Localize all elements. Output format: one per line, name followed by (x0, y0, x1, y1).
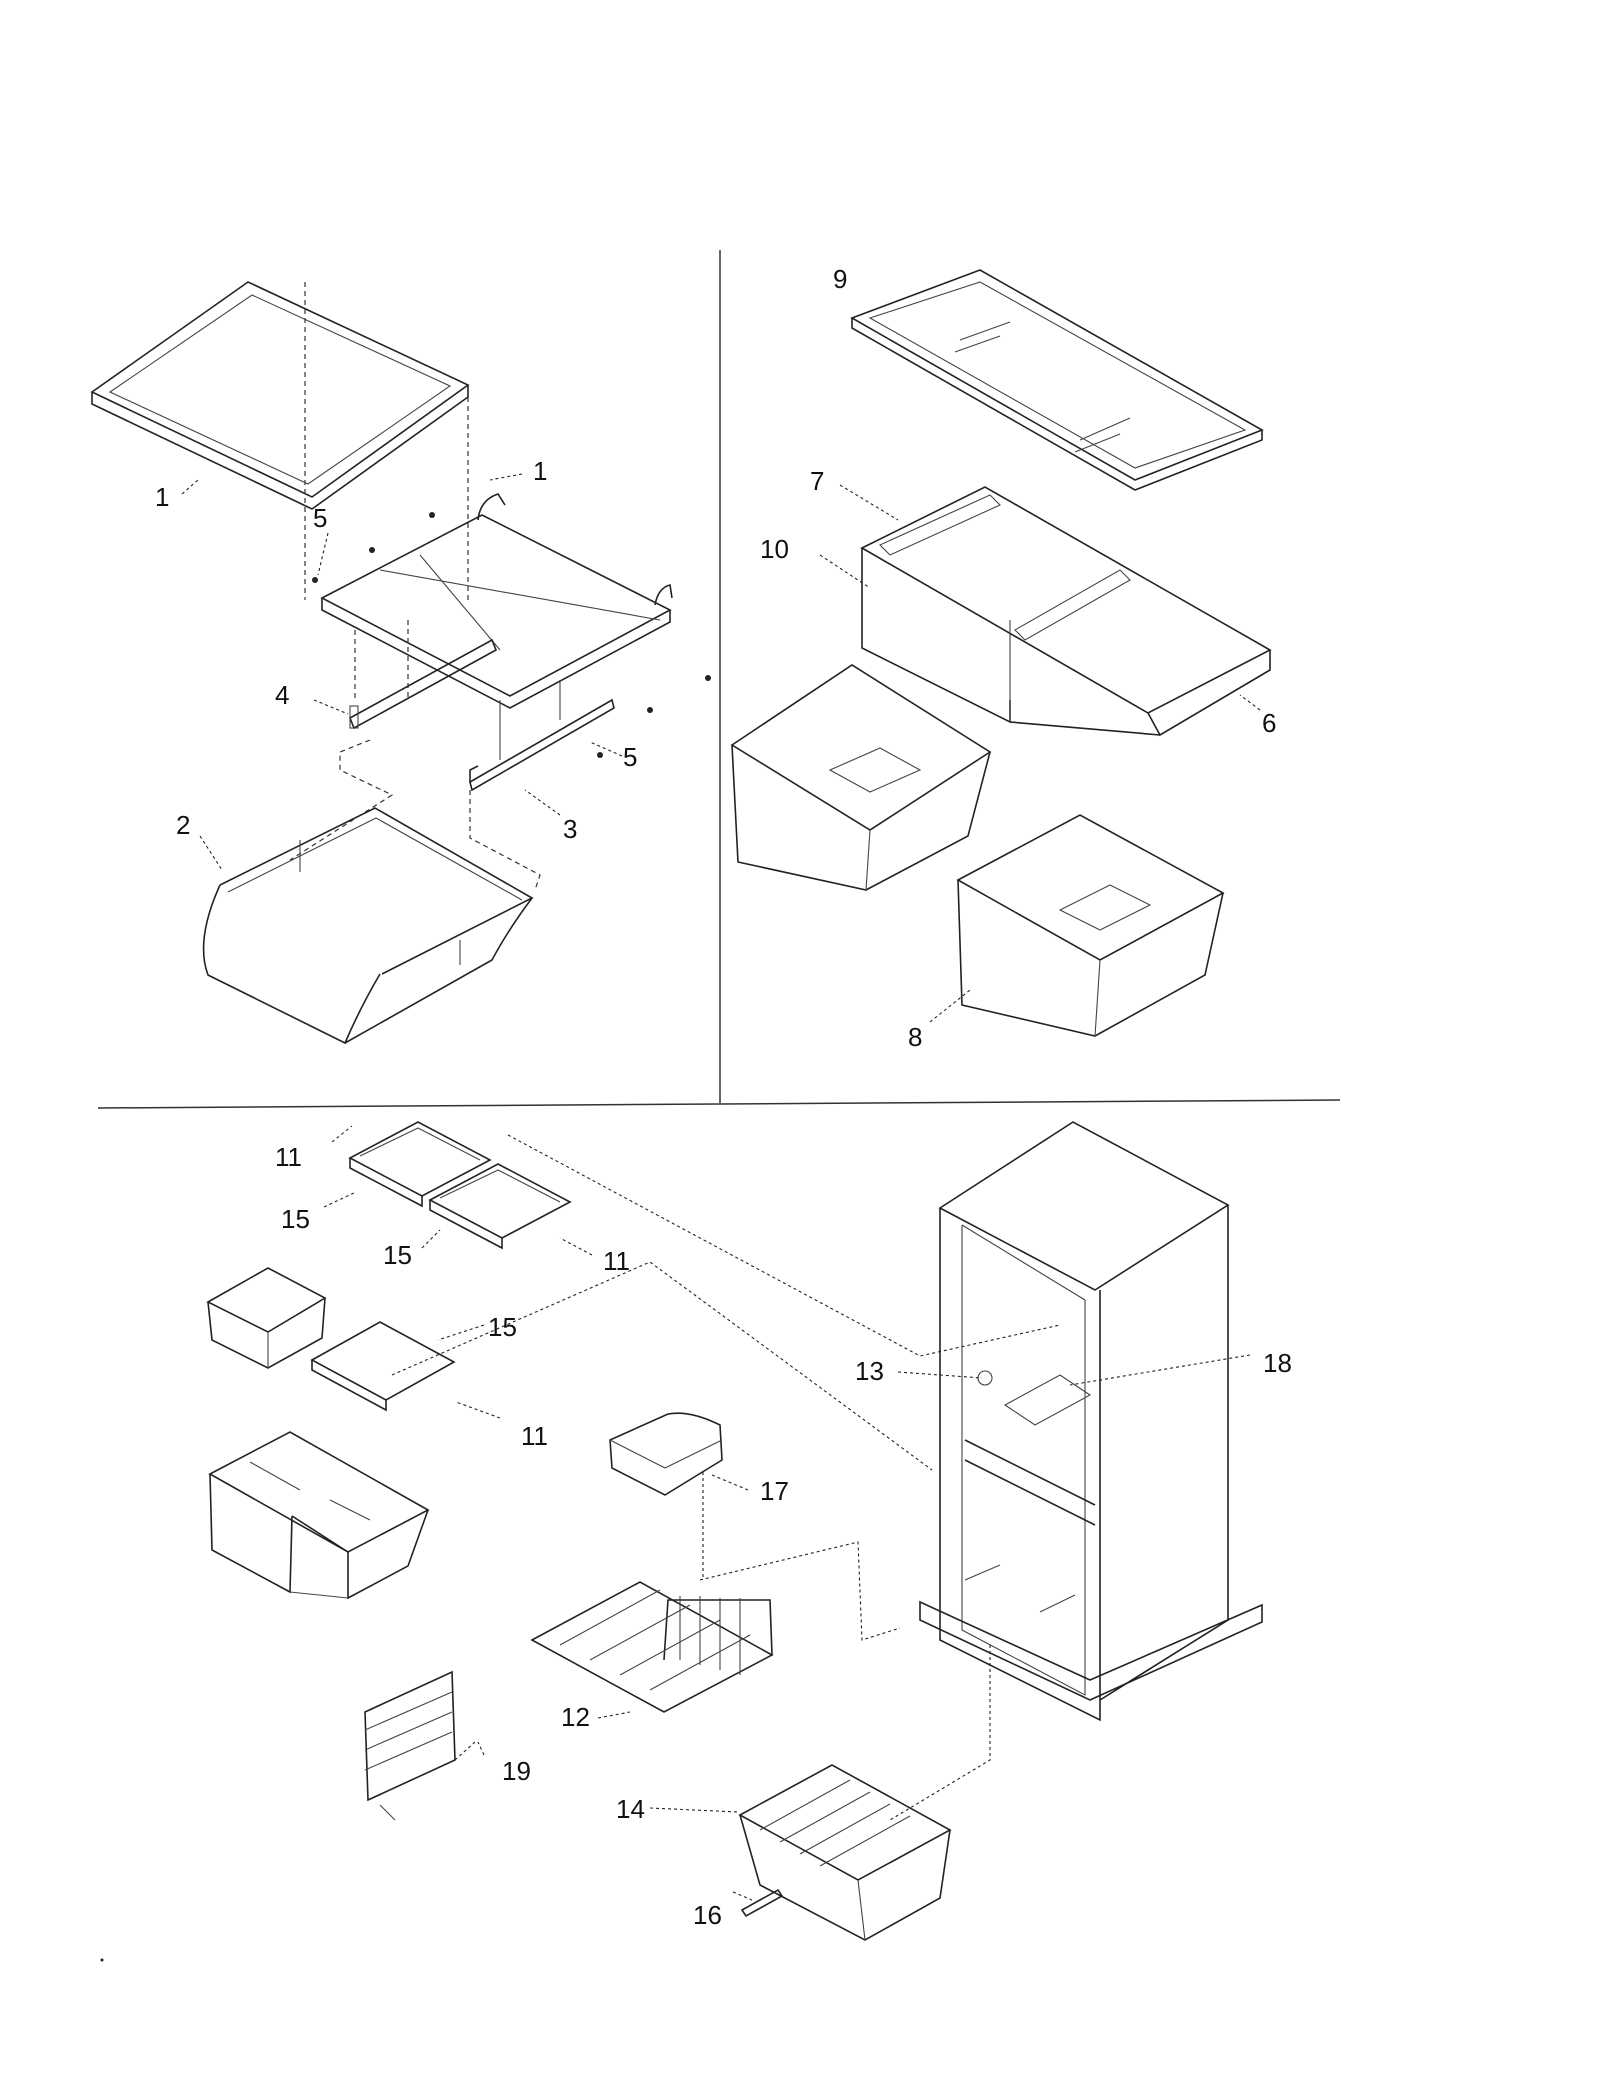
callout-15-top-right: 15 (383, 1240, 412, 1270)
door-shelves-part-15 (348, 1121, 572, 1250)
corner-dot (100, 1958, 104, 1962)
callout-13: 13 (855, 1356, 884, 1386)
callout-4: 4 (275, 680, 289, 710)
glass-shelf-part-1 (90, 281, 470, 600)
dual-bin-lower (208, 1431, 430, 1600)
callout-6: 6 (1262, 708, 1276, 738)
callout-11-middle: 11 (521, 1421, 548, 1451)
callout-1-shelf: 1 (155, 482, 169, 512)
door-bin-part-17 (609, 1412, 723, 1496)
callout-17: 17 (760, 1476, 789, 1506)
callout-10: 10 (760, 534, 789, 564)
crisper-drawer-left (730, 664, 992, 891)
handle-part-16 (740, 1888, 784, 1918)
callout-1-frame: 1 (533, 456, 547, 486)
crisper-pan-part-2 (202, 807, 534, 1045)
callout-8: 8 (908, 1022, 922, 1052)
callout-15-top-left: 15 (281, 1204, 310, 1234)
callout-5-screw-upper: 5 (313, 503, 327, 533)
callout-16: 16 (693, 1900, 722, 1930)
refrigerator-cabinet (919, 1121, 1263, 1722)
bottom-leader-lines (391, 1134, 1061, 1821)
callout-19: 19 (502, 1756, 531, 1786)
wire-shelf-part-12 (530, 1581, 774, 1713)
crisper-frame-assembly (320, 493, 673, 709)
rail-part-3 (469, 680, 615, 792)
callout-3: 3 (563, 814, 577, 844)
callout-18: 18 (1263, 1348, 1292, 1378)
glass-shelf-part-9 (850, 269, 1264, 491)
callout-9: 9 (833, 264, 847, 294)
screws-part-5 (312, 512, 711, 758)
callout-14: 14 (616, 1794, 645, 1824)
callout-12: 12 (561, 1702, 590, 1732)
wire-divider-part-19 (364, 1670, 456, 1821)
callout-11-top: 11 (275, 1142, 302, 1172)
callout-2: 2 (176, 810, 190, 840)
horizontal-divider (97, 1099, 1341, 1109)
cover-support-part-4 (348, 638, 498, 730)
callout-15-middle: 15 (488, 1312, 517, 1342)
callout-11-top-right: 11 (603, 1246, 630, 1276)
door-shelf-middle (310, 1321, 456, 1412)
wire-basket-part-14 (738, 1764, 952, 1941)
callout-5-screw-lower: 5 (623, 742, 637, 772)
callout-7: 7 (810, 466, 824, 496)
callout-leaders (181, 473, 1261, 1901)
small-bin-upper (206, 1267, 327, 1369)
crisper-drawer-part-8 (956, 814, 1225, 1037)
pan-frame-part-6-7 (860, 486, 1272, 737)
